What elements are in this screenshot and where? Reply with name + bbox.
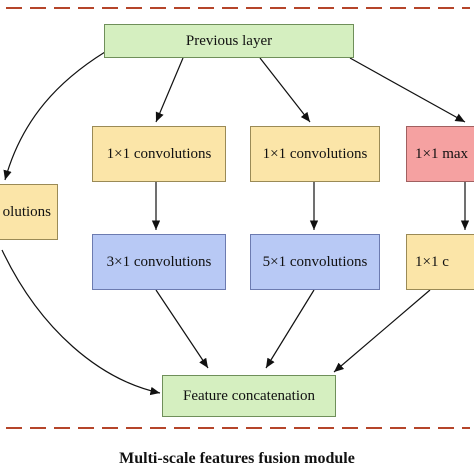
conv1x1-a-label: 1×1 convolutions (106, 145, 212, 162)
arrow-prev-to-conv1x1-b (259, 57, 311, 123)
arrow-prev-to-left-conv (3, 51, 106, 181)
conv1x1-c-label: 1×1 c (415, 253, 449, 270)
arrow-prev-to-maxpool (349, 57, 466, 123)
arrow-conv1x1-c-to-concat (333, 289, 431, 373)
left-convolutions-label: olutions (2, 203, 51, 220)
feature-concatenation-node: Feature concatenation (162, 375, 336, 417)
arrow-conv3x1-to-concat (155, 289, 209, 369)
arrow-left-conv-to-concat (1, 249, 161, 396)
previous-layer-label: Previous layer (185, 32, 273, 49)
conv1x1-a-node: 1×1 convolutions (92, 126, 226, 182)
maxpool-label: 1×1 max (415, 145, 469, 162)
conv5x1-node: 5×1 convolutions (250, 234, 380, 290)
previous-layer-node: Previous layer (104, 24, 354, 58)
left-convolutions-node: olutions (0, 184, 58, 240)
conv3x1-node: 3×1 convolutions (92, 234, 226, 290)
conv1x1-b-label: 1×1 convolutions (262, 145, 368, 162)
arrow-prev-to-conv1x1-a (155, 57, 184, 123)
feature-concatenation-label: Feature concatenation (182, 387, 316, 404)
conv1x1-b-node: 1×1 convolutions (250, 126, 380, 182)
figure-caption: Multi-scale features fusion module (119, 450, 355, 467)
conv5x1-label: 5×1 convolutions (262, 253, 368, 270)
conv1x1-c-node: 1×1 c (406, 234, 474, 290)
conv3x1-label: 3×1 convolutions (106, 253, 212, 270)
maxpool-node: 1×1 max (406, 126, 474, 182)
arrow-conv5x1-to-concat (265, 289, 315, 369)
